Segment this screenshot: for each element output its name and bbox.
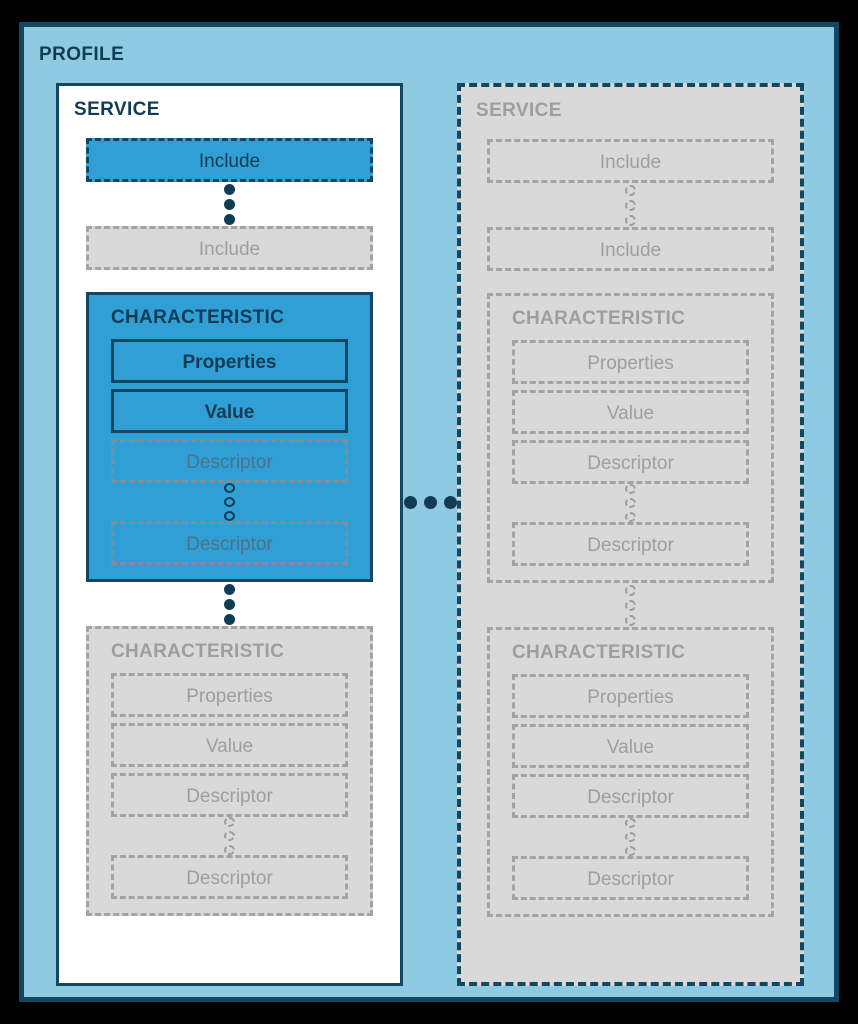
dot-icon [625, 498, 636, 508]
dot-icon [224, 583, 235, 595]
profile-title: PROFILE [39, 44, 125, 65]
include-box-ghost[interactable]: Include [487, 227, 774, 271]
profile-container: PROFILE SERVICE Include Include [19, 22, 839, 1002]
descriptor-box[interactable]: Descriptor [111, 521, 348, 565]
dot-icon [625, 199, 636, 211]
value-box[interactable]: Value [111, 389, 348, 433]
dot-icon [625, 512, 636, 522]
include-box-active[interactable]: Include [86, 138, 373, 182]
include-box-ghost[interactable]: Include [86, 226, 373, 270]
dot-icon [625, 484, 636, 494]
value-box[interactable]: Value [512, 390, 749, 434]
dot-icon [224, 831, 235, 841]
dot-icon [625, 818, 636, 828]
properties-box[interactable]: Properties [512, 340, 749, 384]
services-row: SERVICE Include Include CH [24, 83, 834, 993]
descriptor-box[interactable]: Descriptor [512, 774, 749, 818]
dot-icon [444, 496, 457, 509]
dot-icon [404, 496, 417, 509]
descriptor-box[interactable]: Descriptor [512, 440, 749, 484]
dot-icon [424, 496, 437, 509]
vertical-ellipsis-icon [487, 183, 774, 227]
dot-icon [625, 832, 636, 842]
dot-icon [625, 214, 636, 226]
characteristic-title: CHARACTERISTIC [512, 308, 686, 329]
descriptor-box[interactable]: Descriptor [512, 522, 749, 566]
descriptor-box[interactable]: Descriptor [512, 856, 749, 900]
dot-icon [625, 584, 636, 596]
dot-icon [625, 614, 636, 626]
descriptor-box[interactable]: Descriptor [111, 439, 348, 483]
dot-icon [224, 511, 235, 521]
dot-icon [224, 198, 235, 210]
vertical-ellipsis-icon [512, 484, 749, 522]
characteristic-group-ghost[interactable]: CHARACTERISTIC Properties Value Descript… [86, 626, 373, 916]
service-body: Include Include CHARACTERISTIC Propertie… [86, 138, 373, 916]
dot-icon [625, 184, 636, 196]
vertical-ellipsis-icon [111, 483, 348, 521]
characteristic-group-active[interactable]: CHARACTERISTIC Properties Value Descript… [86, 292, 373, 582]
service-panel-ghost[interactable]: SERVICE Include Include CHARACTERISTIC P… [457, 83, 804, 986]
service-title: SERVICE [476, 100, 562, 121]
properties-box[interactable]: Properties [111, 339, 348, 383]
vertical-ellipsis-icon [86, 582, 373, 626]
descriptor-box[interactable]: Descriptor [111, 773, 348, 817]
vertical-ellipsis-icon [512, 818, 749, 856]
properties-box[interactable]: Properties [512, 674, 749, 718]
dot-icon [224, 598, 235, 610]
dot-icon [224, 183, 235, 195]
characteristic-group-ghost[interactable]: CHARACTERISTIC Properties Value Descript… [487, 627, 774, 917]
service-panel-active[interactable]: SERVICE Include Include CH [56, 83, 403, 986]
dot-icon [224, 213, 235, 225]
dot-icon [224, 483, 235, 493]
service-title: SERVICE [74, 99, 160, 120]
include-box-ghost[interactable]: Include [487, 139, 774, 183]
properties-box[interactable]: Properties [111, 673, 348, 717]
value-box[interactable]: Value [111, 723, 348, 767]
vertical-ellipsis-icon [86, 182, 373, 226]
characteristic-title: CHARACTERISTIC [111, 307, 285, 328]
dot-icon [224, 613, 235, 625]
dot-icon [625, 846, 636, 856]
value-box[interactable]: Value [512, 724, 749, 768]
characteristic-title: CHARACTERISTIC [512, 642, 686, 663]
dot-icon [224, 845, 235, 855]
descriptor-box[interactable]: Descriptor [111, 855, 348, 899]
characteristic-group-ghost[interactable]: CHARACTERISTIC Properties Value Descript… [487, 293, 774, 583]
characteristic-title: CHARACTERISTIC [111, 641, 285, 662]
dot-icon [224, 497, 235, 507]
dot-icon [224, 817, 235, 827]
spacer [86, 270, 373, 292]
spacer [487, 271, 774, 293]
service-body: Include Include CHARACTERISTIC Propertie… [487, 139, 774, 917]
horizontal-ellipsis-icon [404, 496, 457, 509]
dot-icon [625, 599, 636, 611]
vertical-ellipsis-icon [487, 583, 774, 627]
vertical-ellipsis-icon [111, 817, 348, 855]
